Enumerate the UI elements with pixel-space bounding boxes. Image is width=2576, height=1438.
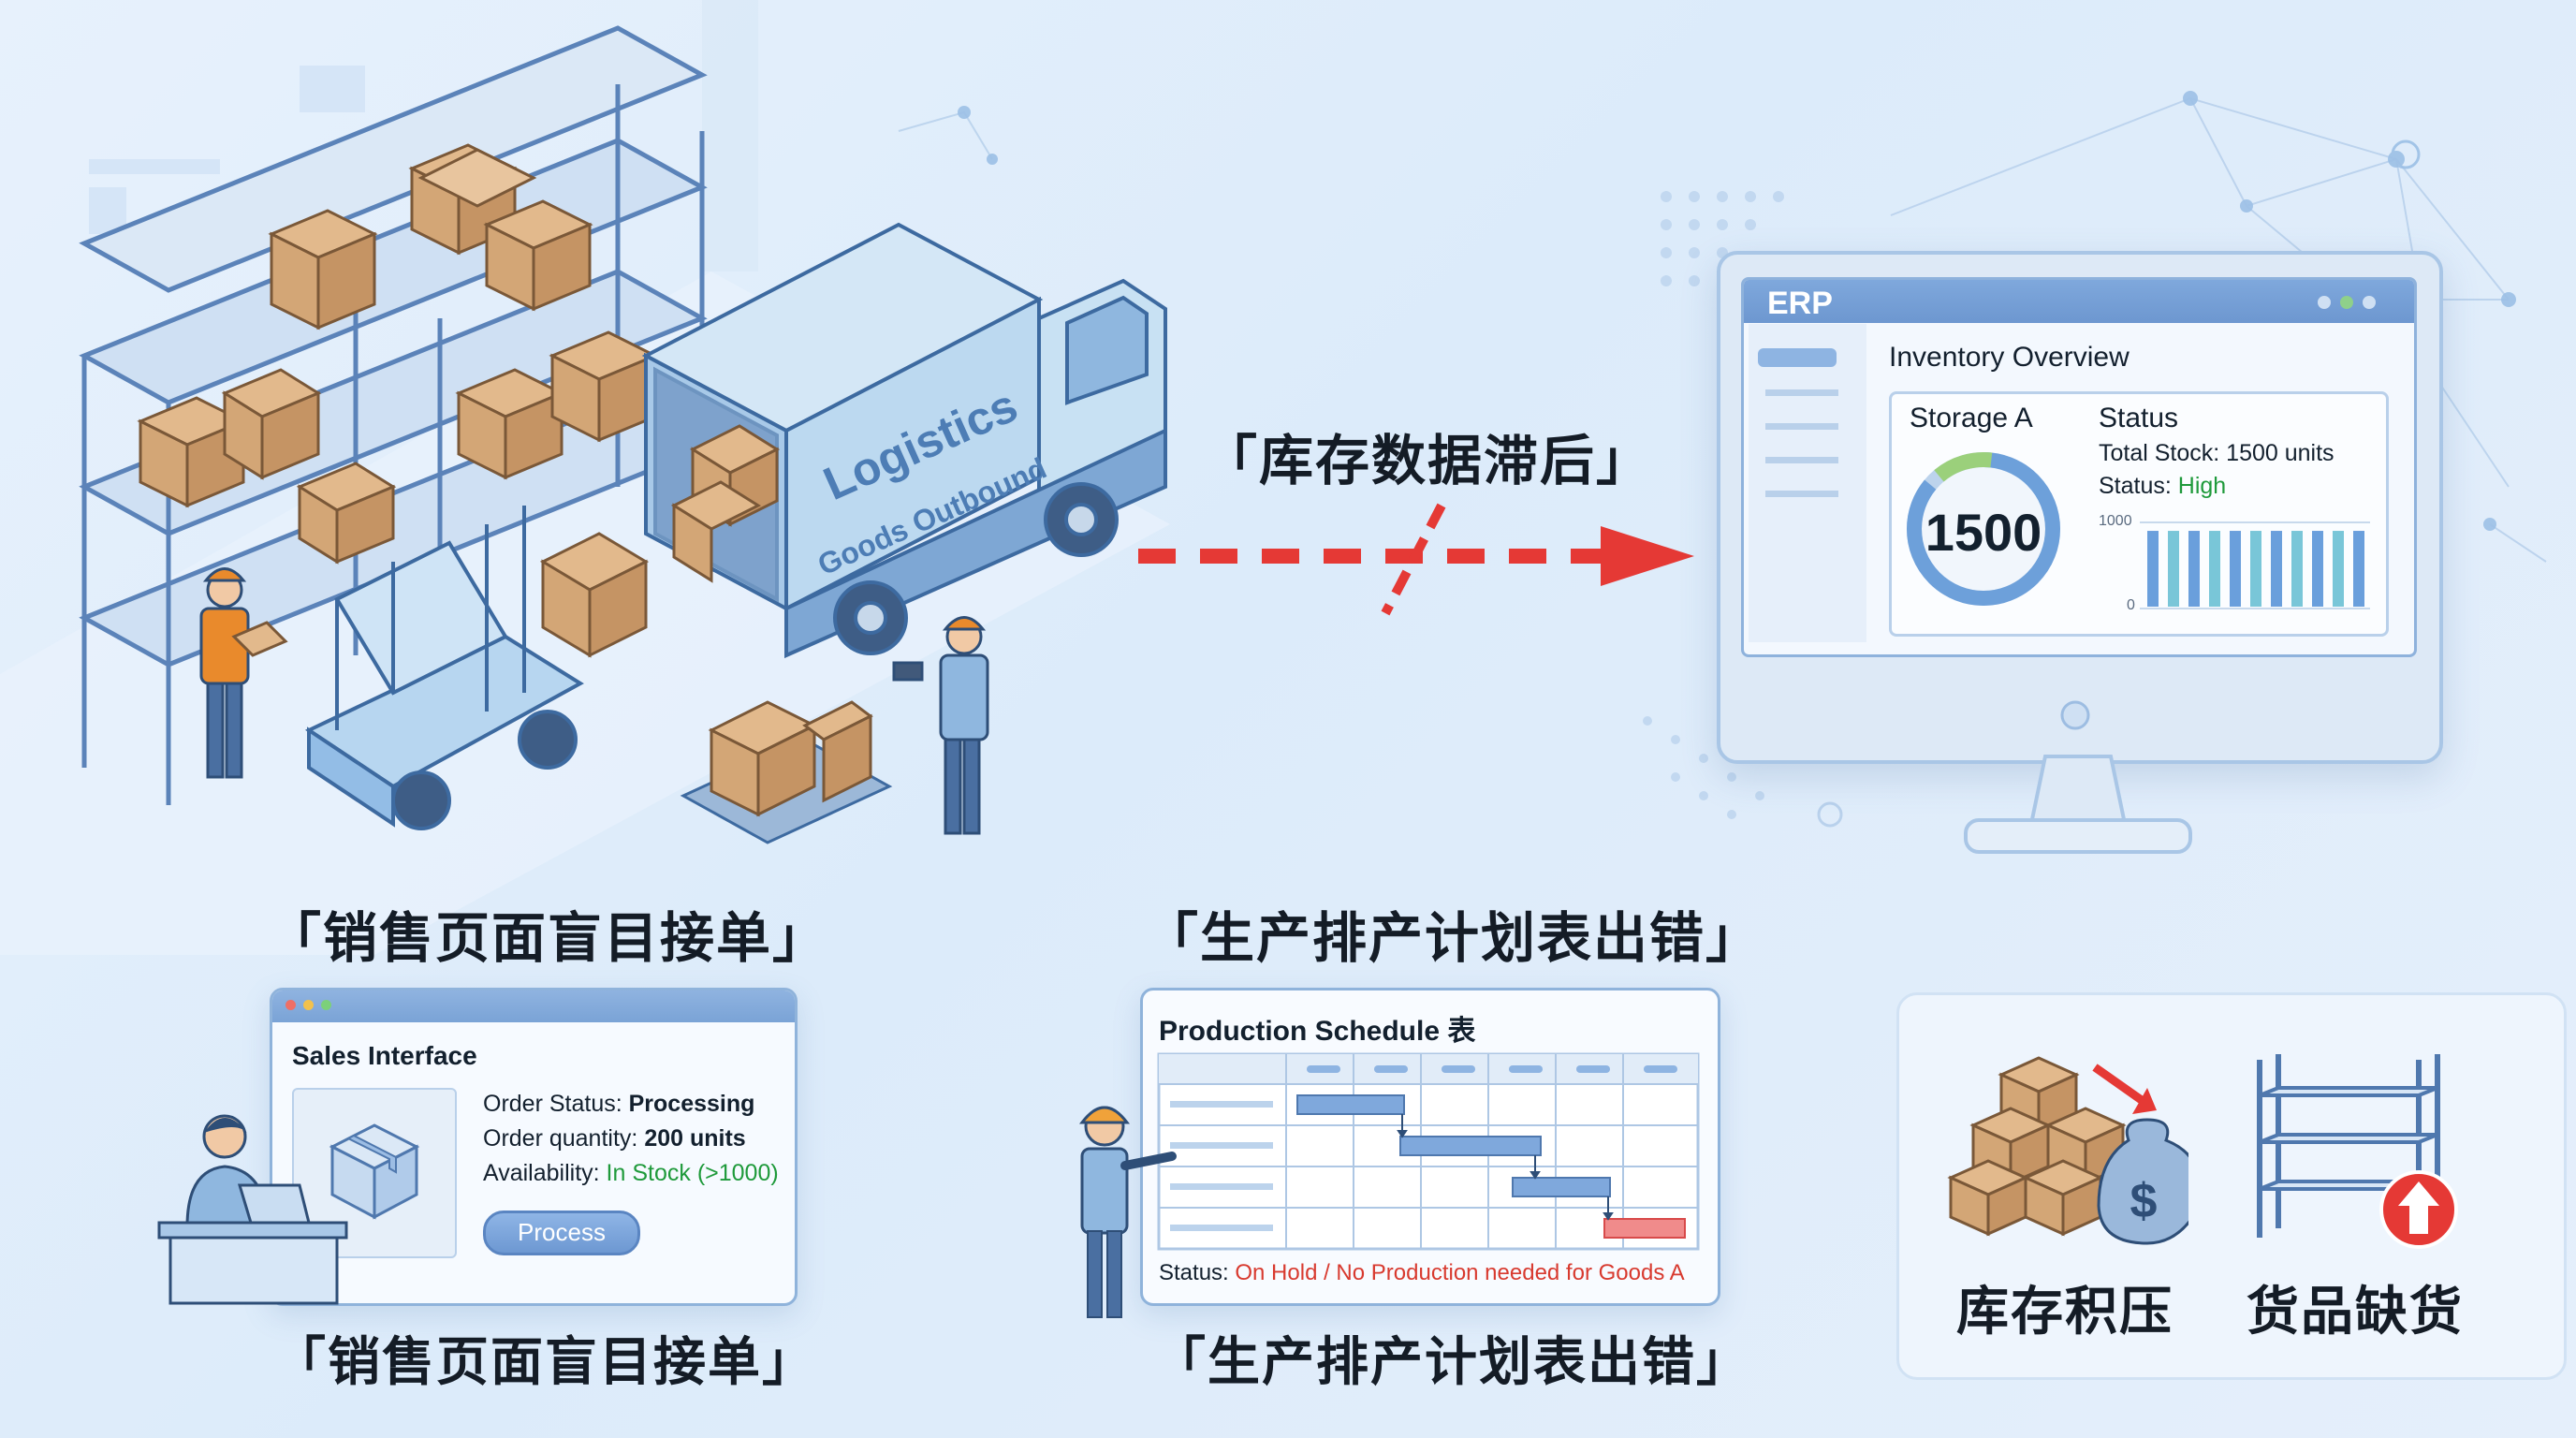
order-status-label: Order Status: (483, 1091, 629, 1117)
caption-sales-top: 「销售页面盲目接单」 (267, 906, 829, 970)
erp-title: ERP (1767, 286, 1833, 321)
sidebar-item[interactable] (1765, 389, 1838, 396)
warehouse-worker-icon (199, 567, 288, 779)
gantt-chart (1157, 1052, 1700, 1251)
stock-bar (2271, 531, 2282, 607)
order-quantity-label: Order quantity: (483, 1125, 645, 1152)
stock-bar (2333, 531, 2344, 607)
caption-prod-bottom: 「生产排产计划表出错」 (1153, 1332, 1750, 1393)
availability-line: Availability: In Stock (>1000) (483, 1160, 779, 1187)
order-quantity-value: 200 units (644, 1125, 746, 1152)
availability-label: Availability: (483, 1160, 607, 1186)
warehouse-illustration: Logistics Goods Outbound (79, 25, 1167, 844)
availability-value: In Stock (>1000) (606, 1160, 779, 1186)
overstock-icon: $ (1947, 1056, 2188, 1245)
sidebar-item[interactable] (1758, 348, 1837, 367)
stock-gauge (1907, 452, 2060, 606)
process-button[interactable]: Process (483, 1211, 640, 1255)
stock-bar (2209, 531, 2220, 607)
stock-bar-chart (2140, 521, 2370, 609)
sidebar-item[interactable] (1765, 423, 1838, 430)
salesperson-icon (157, 1114, 348, 1305)
caption-prod-top: 「生产排产计划表出错」 (1144, 906, 1763, 970)
window-dot-icon (2363, 296, 2376, 309)
window-dot-icon (2318, 296, 2331, 309)
order-status-line: Order Status: Processing (483, 1091, 754, 1118)
status-prefix: Status: (2099, 473, 2178, 499)
forklift-icon (304, 506, 650, 830)
axis-min: 0 (2127, 597, 2135, 613)
stock-bar (2230, 531, 2241, 607)
box-icon (329, 1123, 420, 1220)
close-dot-icon[interactable] (285, 1000, 296, 1010)
gauge-value: 1500 (1925, 503, 2042, 562)
stock-bar (2312, 531, 2323, 607)
stock-bar (2250, 531, 2261, 607)
caption-sales-bottom: 「销售页面盲目接单」 (273, 1332, 816, 1393)
pallet-boxes-icon (680, 700, 893, 844)
caption-lag: 「库存数据滞后」 (1203, 429, 1653, 492)
sidebar-item[interactable] (1765, 491, 1838, 497)
status-value: High (2177, 473, 2227, 499)
box-icon (137, 143, 659, 565)
window-dot-icon (2340, 296, 2353, 309)
delivery-truck-icon (641, 222, 1167, 659)
money-symbol: $ (2130, 1174, 2158, 1228)
erp-sidebar (1749, 324, 1866, 642)
sidebar-item[interactable] (1765, 457, 1838, 463)
inventory-overview-title: Inventory Overview (1889, 342, 2130, 373)
production-status-value: On Hold / No Production needed for Goods… (1235, 1260, 1685, 1285)
production-status-line: Status: On Hold / No Production needed f… (1159, 1260, 1685, 1286)
status-line: Status: High (2099, 473, 2226, 500)
stock-bar (2147, 531, 2159, 607)
stock-bar (2353, 531, 2364, 607)
scanner-worker-icon (892, 616, 989, 835)
order-status-value: Processing (628, 1091, 755, 1117)
empty-shelf-icon (2257, 1054, 2458, 1249)
storage-label: Storage A (1910, 403, 2033, 433)
monitor-stand (1964, 700, 2192, 854)
status-title: Status (2099, 403, 2179, 433)
outcome-overstock: 库存积压 (1956, 1282, 2174, 1343)
production-status-label: Status: (1159, 1260, 1236, 1285)
outcome-shortage: 货品缺货 (2247, 1282, 2464, 1343)
sales-title: Sales Interface (292, 1041, 477, 1070)
lagging-data-arrow (1138, 503, 1694, 616)
maximize-dot-icon[interactable] (321, 1000, 331, 1010)
stock-bar (2291, 531, 2303, 607)
order-quantity-line: Order quantity: 200 units (483, 1125, 746, 1152)
planner-worker-icon (1078, 1106, 1177, 1318)
production-title: Production Schedule 表 (1159, 1016, 1476, 1047)
axis-max: 1000 (2099, 513, 2132, 529)
total-stock: Total Stock: 1500 units (2099, 440, 2334, 466)
minimize-dot-icon[interactable] (303, 1000, 314, 1010)
stock-bar (2188, 531, 2200, 607)
stock-bar (2168, 531, 2179, 607)
